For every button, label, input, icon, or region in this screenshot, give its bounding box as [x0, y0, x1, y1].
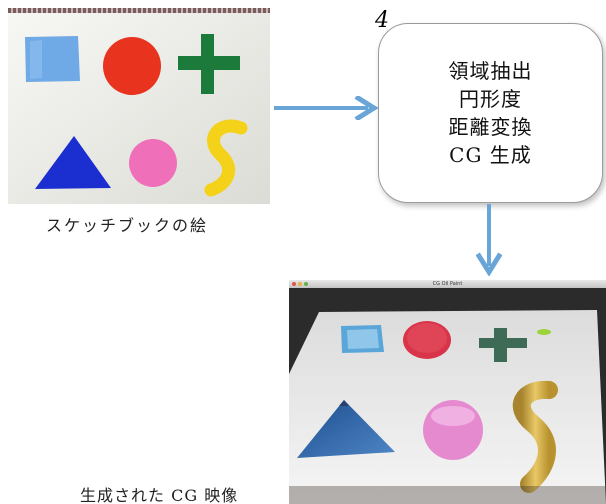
cg-green-accent: [537, 329, 551, 335]
step-distance-transform: 距離変換: [448, 115, 533, 139]
cg-yellow-s: [512, 380, 558, 493]
window-titlebar: CG Oil Paint: [289, 280, 606, 288]
sketchbook-drawing: [8, 13, 270, 204]
stray-mark: 4: [375, 8, 389, 33]
cg-render: [289, 288, 606, 504]
result-caption: 生成された CG 映像: [80, 486, 239, 504]
close-dot-icon: [292, 282, 296, 286]
cg-blue-triangle: [297, 400, 395, 458]
sketchbook-binding: [8, 8, 270, 13]
red-circle-shape: [103, 37, 161, 95]
step-cg-generation: CG 生成: [449, 143, 532, 167]
right-arrow-icon: [274, 96, 379, 120]
down-arrow-icon: [476, 204, 502, 276]
green-cross-shape: [178, 34, 240, 94]
sketchbook-photo: [8, 8, 270, 204]
pink-circle-shape: [129, 139, 177, 187]
cg-green-cross: [479, 328, 527, 362]
yellow-s-shape: [204, 119, 248, 197]
zoom-dot-icon: [304, 282, 308, 286]
window-title: CG Oil Paint: [432, 281, 463, 287]
step-region-extraction: 領域抽出: [448, 59, 533, 83]
step-circularity: 円形度: [459, 87, 522, 111]
minimize-dot-icon: [298, 282, 302, 286]
blue-triangle-shape: [35, 136, 111, 189]
processing-steps-box: 領域抽出 円形度 距離変換 CG 生成: [378, 23, 603, 203]
sketch-caption: スケッチブックの絵: [46, 216, 209, 235]
cg-result-window: CG Oil Paint: [289, 280, 606, 504]
